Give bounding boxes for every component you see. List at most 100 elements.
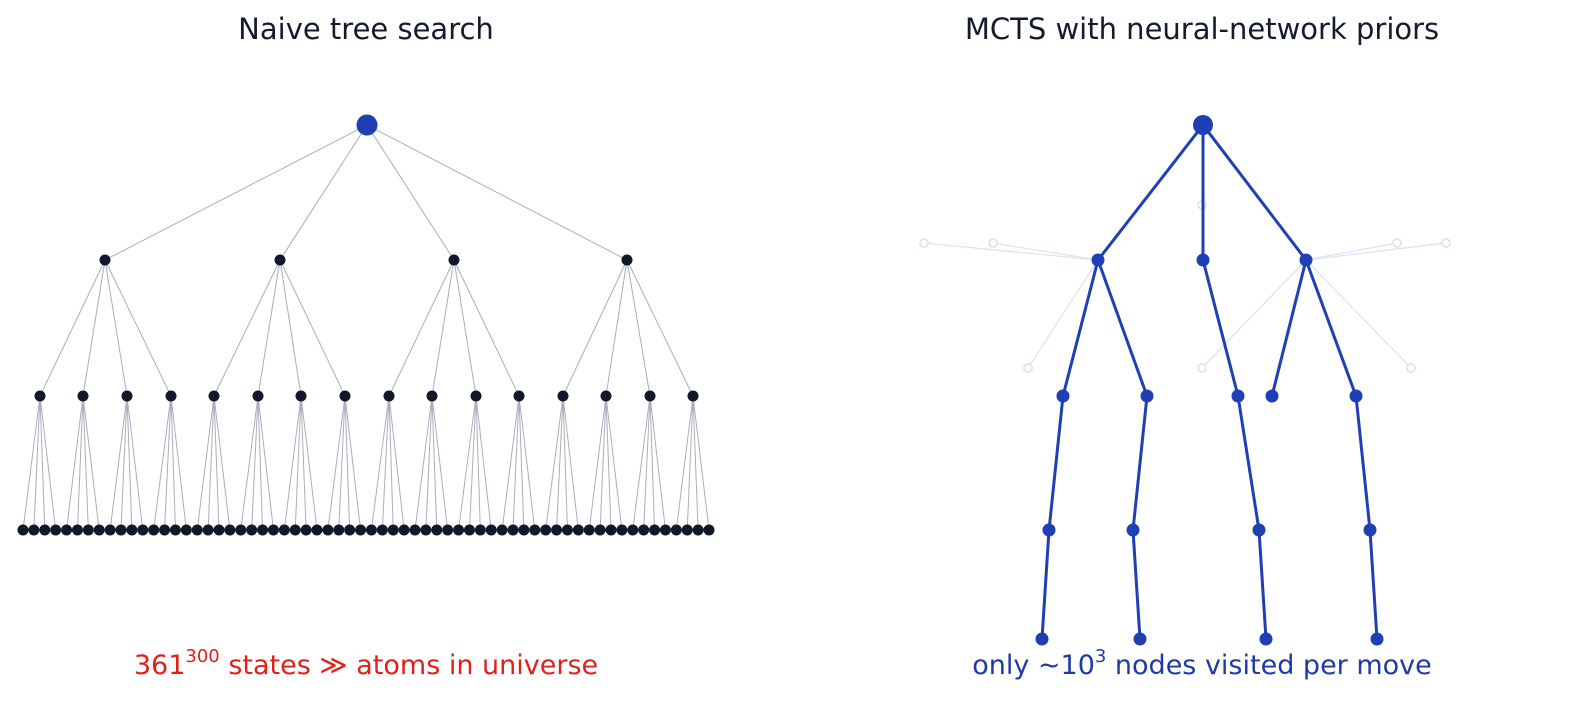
naive-leaf-node (213, 524, 225, 536)
naive-leaf-node (169, 524, 181, 536)
naive-edge (104, 124, 368, 261)
explored-edge (1236, 394, 1261, 532)
naive-leaf-node (387, 524, 399, 536)
much-greater-symbol: ≫ (319, 650, 348, 681)
naive-edge (388, 259, 455, 397)
naive-leaf-node (474, 524, 486, 536)
visited-node (1126, 523, 1140, 537)
naive-leaf-node (191, 524, 203, 536)
naive-edge (251, 395, 259, 531)
visited-node (1056, 389, 1070, 403)
visited-node (1140, 389, 1154, 403)
naive-edge (599, 395, 607, 531)
naive-edge (431, 395, 449, 531)
naive-leaf-node (257, 524, 269, 536)
caption-prefix: only (972, 650, 1038, 681)
naive-leaf-node (453, 524, 465, 536)
naive-edge (692, 395, 699, 531)
naive-edge (562, 259, 628, 397)
naive-edge (279, 259, 302, 397)
explored-edge (1304, 258, 1358, 398)
unexplored-edge (1201, 259, 1307, 369)
explored-edge (1270, 258, 1308, 398)
naive-edge (512, 395, 520, 531)
explored-edge (1354, 394, 1372, 532)
naive-node (77, 390, 89, 402)
naive-edge (501, 395, 520, 531)
naive-leaf-node (518, 524, 530, 536)
naive-node (470, 390, 482, 402)
explored-edge (1047, 394, 1065, 532)
naive-leaf-node (398, 524, 410, 536)
naive-leaf-node (485, 524, 497, 536)
unexplored-node (1197, 363, 1207, 373)
mcts-explored-paths (1040, 123, 1379, 641)
naive-edge (279, 124, 368, 261)
naive-edge (196, 395, 215, 531)
naive-edge (468, 395, 477, 531)
naive-leaf-node (594, 524, 606, 536)
naive-leaf-node (159, 524, 171, 536)
naive-edge (257, 395, 264, 531)
naive-edge (207, 395, 215, 531)
naive-edge (120, 395, 128, 531)
naive-leaf-node (572, 524, 584, 536)
naive-leaf-node (333, 524, 345, 536)
naive-edge (294, 395, 302, 531)
naive-leaf-node (529, 524, 541, 536)
naive-edge (588, 395, 607, 531)
naive-node (165, 390, 177, 402)
naive-tree-title: Naive tree search (238, 12, 494, 46)
visited-node (1349, 389, 1363, 403)
naive-edge (605, 395, 612, 531)
naive-leaf-node (93, 524, 105, 536)
unexplored-node (919, 238, 929, 248)
naive-edge (257, 259, 281, 397)
naive-root-node (356, 114, 378, 136)
unexplored-node (1023, 363, 1033, 373)
naive-edge (213, 395, 231, 531)
naive-edge (300, 395, 307, 531)
naive-leaf-node (311, 524, 323, 536)
naive-leaf-node (670, 524, 682, 536)
naive-edge (414, 395, 433, 531)
naive-edge (104, 259, 172, 397)
visited-node (1363, 523, 1377, 537)
naive-node (426, 390, 438, 402)
naive-edge (76, 395, 84, 531)
naive-edge (213, 259, 281, 397)
naive-edge (556, 395, 564, 531)
unexplored-edge (923, 242, 1099, 261)
naive-leaf-node (496, 524, 508, 536)
naive-leaf-node (17, 524, 29, 536)
naive-leaf-node (82, 524, 94, 536)
naive-tree-edges (22, 124, 710, 531)
unexplored-node (1392, 238, 1402, 248)
naive-leaf-node (28, 524, 40, 536)
naive-edge (475, 395, 481, 531)
naive-node (383, 390, 395, 402)
naive-edge (82, 395, 89, 531)
explored-edge (1061, 258, 1100, 398)
naive-leaf-node (355, 524, 367, 536)
naive-node (252, 390, 264, 402)
naive-edge (605, 259, 628, 397)
visited-node (1299, 253, 1313, 267)
naive-edge (649, 395, 656, 531)
naive-leaf-node (376, 524, 388, 536)
naive-edge (366, 124, 455, 261)
naive-leaf-node (551, 524, 563, 536)
naive-leaf-node (507, 524, 519, 536)
naive-edge (475, 395, 492, 531)
naive-leaf-node (344, 524, 356, 536)
naive-edge (213, 395, 220, 531)
explored-edge (1040, 528, 1051, 641)
naive-edge (170, 395, 176, 531)
naive-node (121, 390, 133, 402)
naive-leaf-node (126, 524, 138, 536)
explored-edge (1257, 528, 1268, 641)
caption-exponent: 300 (185, 646, 220, 667)
naive-edge (626, 259, 694, 397)
naive-edge (279, 259, 346, 397)
naive-leaf-node (616, 524, 628, 536)
